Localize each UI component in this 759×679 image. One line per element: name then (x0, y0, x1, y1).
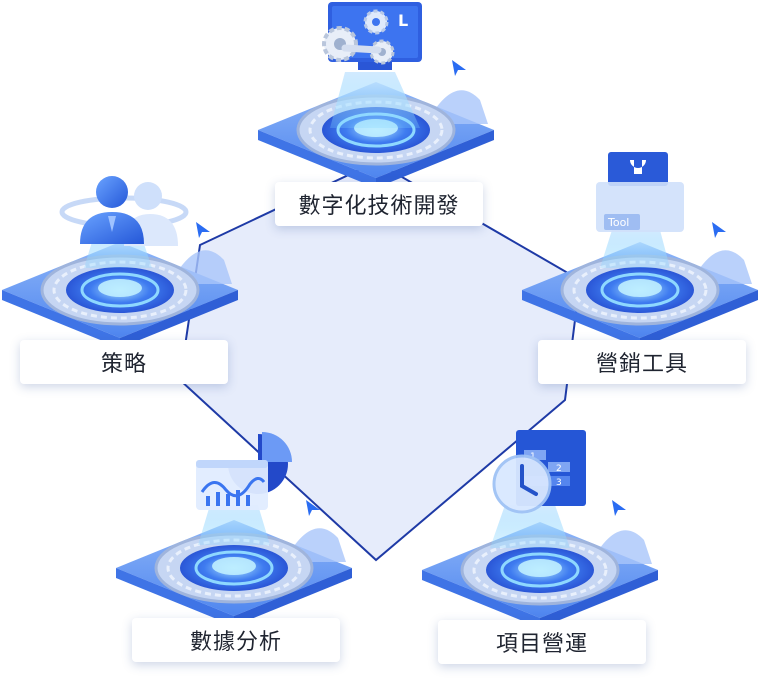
platform-strategy (2, 242, 238, 348)
cursor-arrow-icon (452, 60, 466, 76)
people-team-icon (59, 176, 189, 268)
chart-analytics-icon (196, 432, 292, 545)
tool-tag-text: Tool (607, 216, 629, 229)
gears-monitor-icon: L (322, 2, 422, 128)
svg-text:L: L (398, 11, 408, 30)
clock-document-icon: 1 2 3 (490, 430, 586, 548)
cursor-arrow-icon (196, 222, 210, 238)
doc-number-2: 2 (556, 464, 562, 474)
cursor-arrow-icon (712, 222, 726, 238)
label-data-analysis: 數據分析 (132, 618, 340, 662)
platform-marketing-tools (522, 242, 758, 348)
doc-number-3: 3 (556, 478, 562, 488)
label-strategy: 策略 (20, 340, 228, 384)
toolbox-wrench-icon: Tool (596, 152, 684, 268)
cursor-arrow-icon (612, 500, 626, 516)
label-digital-tech: 數字化技術開發 (275, 182, 483, 226)
cursor-arrow-icon (306, 500, 320, 516)
label-project-ops: 項目營運 (438, 620, 646, 664)
platform-data-analysis (116, 520, 352, 626)
label-marketing-tools: 營銷工具 (538, 340, 746, 384)
